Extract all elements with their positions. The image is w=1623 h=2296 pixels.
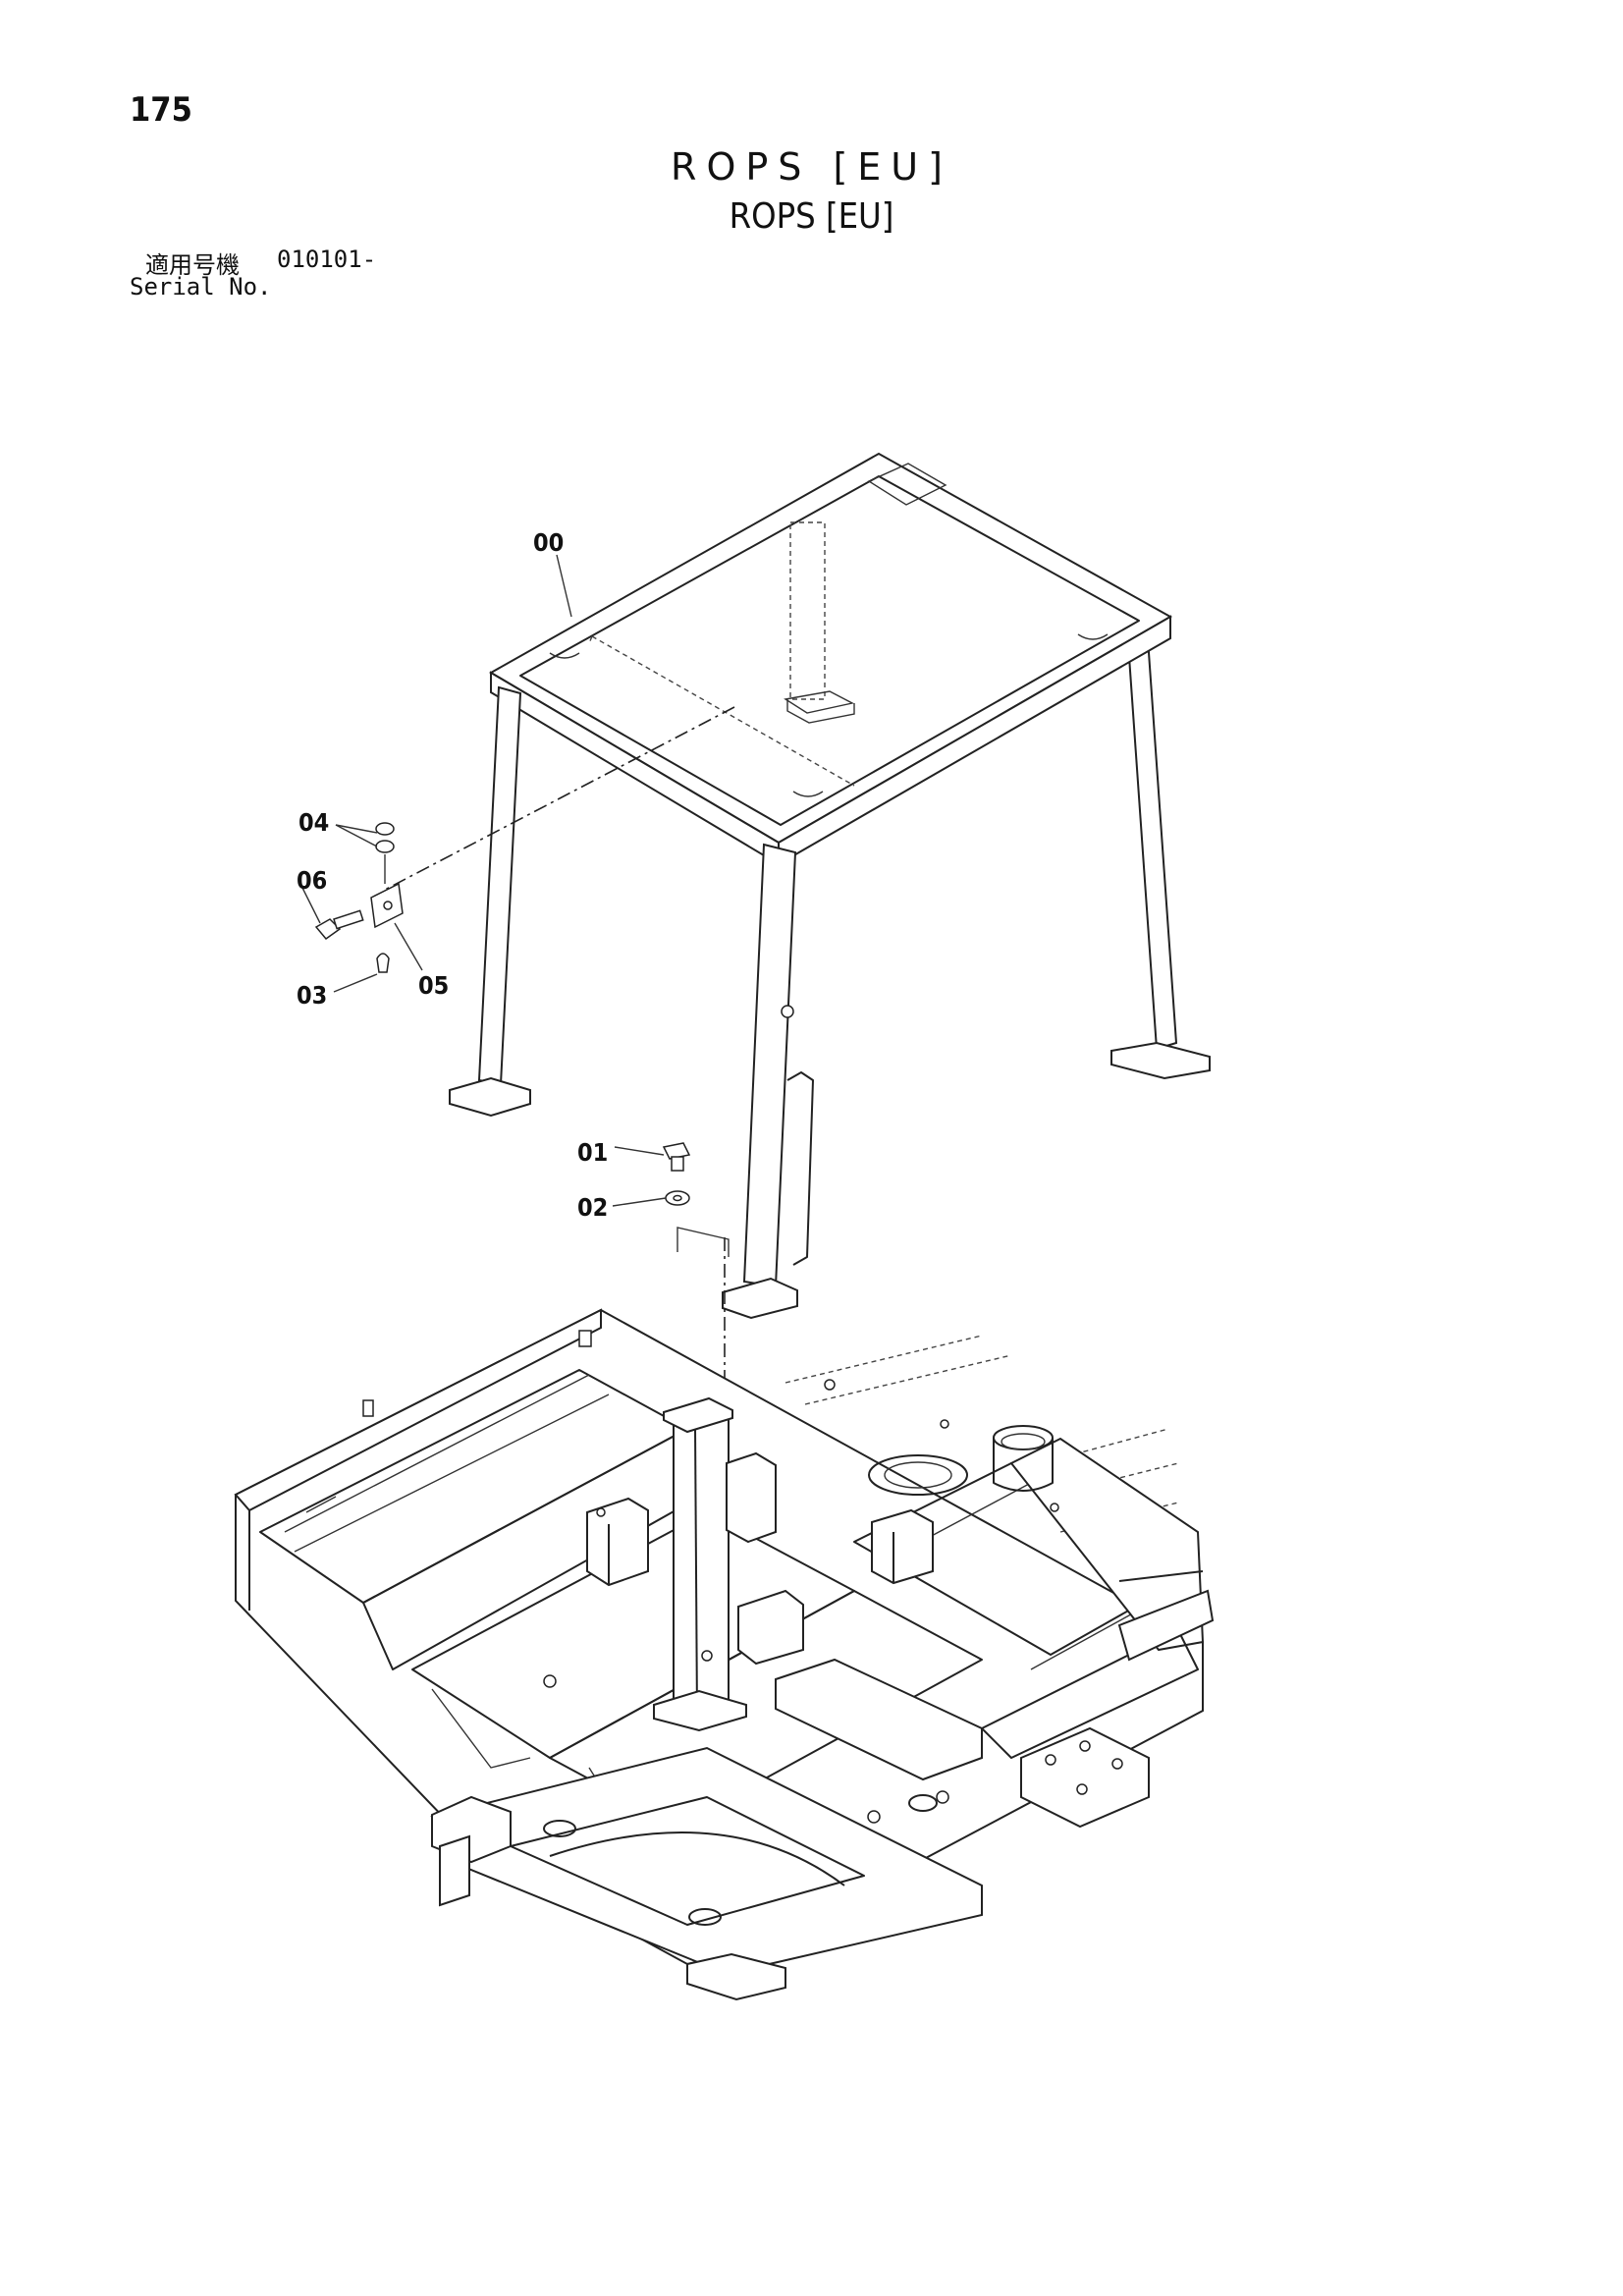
callout-03: 03 [297, 981, 327, 1010]
callout-02: 02 [577, 1193, 608, 1222]
serial-label-ja: 適用号機 [145, 251, 240, 279]
callout-01: 01 [577, 1138, 608, 1167]
leader-lines [301, 554, 667, 1207]
part-05-bracket [370, 882, 404, 929]
callout-00: 00 [533, 528, 564, 557]
page-title-ja: ROPS [EU] [671, 145, 952, 189]
page-number: 175 [130, 90, 192, 130]
part-02-washer [665, 1190, 690, 1206]
part-01-bolt [662, 1142, 691, 1172]
upper-frame [234, 1308, 1215, 2001]
part-06-bolt [314, 909, 364, 941]
part-04-nuts [375, 822, 395, 884]
page-title-en: ROPS [EU] [729, 196, 894, 237]
callout-05: 05 [418, 971, 449, 1000]
callout-04: 04 [298, 808, 329, 837]
serial-value: 010101- [277, 246, 377, 273]
callout-06: 06 [297, 866, 327, 895]
part-03-pin [376, 953, 390, 973]
serial-label-en: Serial No. [130, 273, 272, 301]
